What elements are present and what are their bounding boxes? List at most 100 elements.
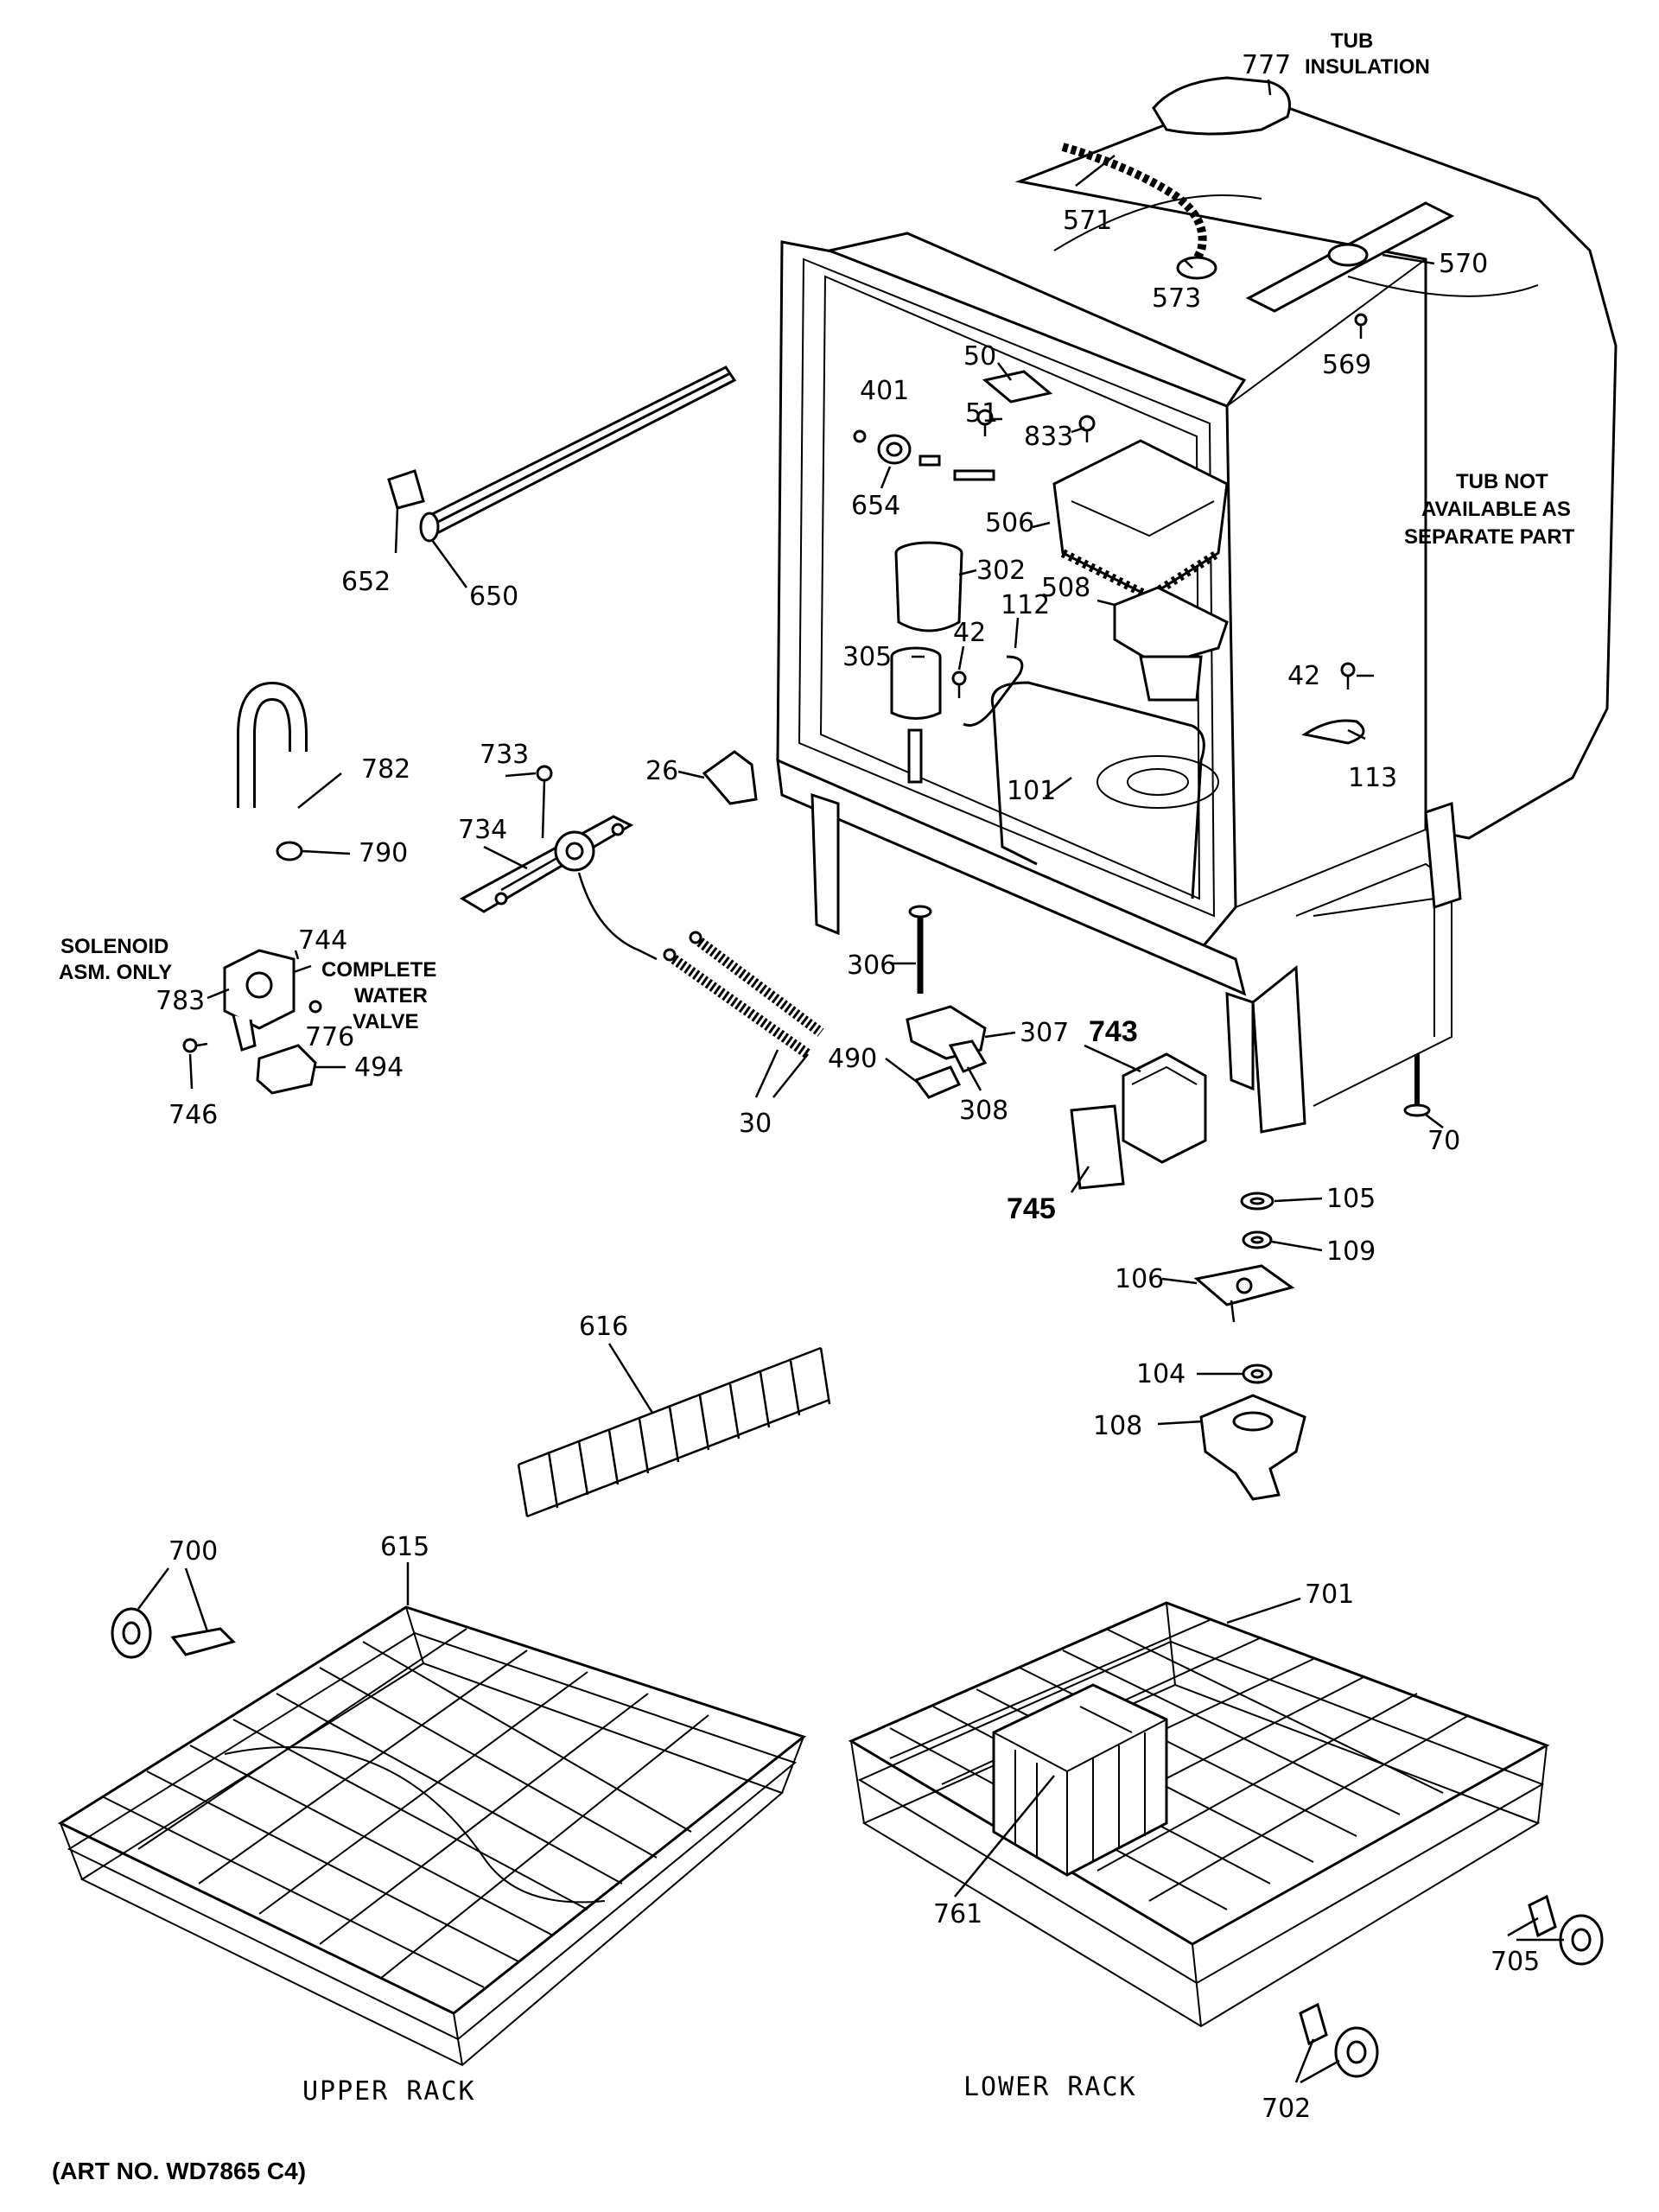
label-744: 744 [298,925,347,956]
screw-70 [1403,1054,1431,1117]
label-30: 30 [739,1109,772,1139]
roller-702 [1299,2002,1379,2078]
label-70: 70 [1427,1126,1460,1156]
cup-302 [894,541,963,632]
note-complete-valve-3: VALVE [353,1010,418,1033]
note-tub-insulation-1: TUB [1331,29,1373,53]
screw-42-left [951,671,967,698]
screw-833 [1078,415,1096,442]
roller-705 [1528,1894,1604,1966]
cable-733 [536,765,658,961]
label-42-right: 42 [1287,661,1320,691]
caption-upper-rack: UPPER RACK [302,2076,476,2107]
screw-401 [853,429,867,443]
label-743: 743 [1089,1015,1138,1048]
label-733: 733 [480,740,529,770]
screw-42-right [1340,662,1356,690]
label-573: 573 [1152,283,1201,314]
label-305: 305 [842,642,892,672]
note-solenoid-2: ASM. ONLY [59,961,172,984]
label-306: 306 [847,950,896,981]
label-508: 508 [1041,573,1090,603]
roller-700 [111,1607,236,1659]
note-complete-valve-2: WATER [354,984,428,1007]
leader-lines [137,79,1564,2084]
caption-art-number: (ART NO. WD7865 C4) [52,2158,306,2184]
fitting-573 [1176,256,1217,280]
label-113: 113 [1348,763,1397,793]
hose-571 [1061,143,1207,270]
label-109: 109 [1326,1236,1376,1267]
note-tub-not-available-2: AVAILABLE AS [1421,498,1571,521]
label-745: 745 [1007,1192,1056,1225]
screw-746 [182,1038,208,1053]
label-746: 746 [168,1100,218,1130]
label-650: 650 [469,582,518,612]
label-108: 108 [1093,1411,1142,1441]
bracket-plate-734 [459,815,634,913]
label-776: 776 [305,1022,354,1052]
label-569: 569 [1322,350,1371,380]
label-782: 782 [361,754,410,785]
tine-row-616 [517,1346,831,1518]
tub-assembly [776,76,1618,1134]
clamp-790 [276,841,303,861]
label-105: 105 [1326,1184,1376,1214]
label-654: 654 [851,491,900,521]
label-702: 702 [1262,2094,1311,2124]
label-490: 490 [828,1044,877,1074]
label-51: 51 [965,398,998,429]
label-783: 783 [156,986,205,1016]
label-761: 761 [933,1899,982,1929]
bracket-50 [982,370,1053,404]
label-615: 615 [380,1532,429,1562]
note-tub-not-available-1: TUB NOT [1456,470,1548,493]
note-tub-insulation-2: INSULATION [1305,55,1430,79]
grommet-654 [877,434,995,481]
lower-rack-701 [848,1601,1550,2028]
soil-collector-508 [1113,586,1229,702]
label-106: 106 [1115,1264,1164,1294]
label-308: 308 [959,1096,1008,1126]
label-307: 307 [1020,1018,1069,1048]
label-571: 571 [1063,206,1112,236]
upper-rack-615 [57,1605,807,2067]
solenoid-valve-744 [223,949,312,1052]
bracket-106 [1193,1264,1295,1323]
label-112: 112 [1001,590,1050,620]
label-790: 790 [359,838,408,868]
door-gasket-650 [419,365,737,543]
screw-569 [1354,313,1368,339]
label-570: 570 [1439,249,1488,279]
washer-105 [1240,1192,1274,1211]
caption-lower-rack: LOWER RACK [963,2072,1137,2102]
label-652: 652 [341,567,391,597]
label-506: 506 [985,508,1034,538]
label-104: 104 [1136,1359,1185,1389]
plate-745 [1070,1104,1125,1190]
label-302: 302 [976,556,1026,586]
label-50: 50 [963,341,996,372]
washer-109 [1242,1230,1273,1249]
label-700: 700 [168,1536,218,1567]
end-cap-652 [387,469,425,510]
label-701: 701 [1305,1580,1354,1610]
label-705: 705 [1491,1947,1540,1977]
lever-490 [913,1065,962,1099]
springs-30 [663,931,824,1058]
note-complete-valve-1: COMPLETE [321,958,436,982]
nut-104 [1242,1363,1273,1384]
screw-776 [308,1000,322,1014]
bolt-306 [908,905,932,994]
clip-113 [1301,719,1365,745]
note-solenoid-1: SOLENOID [60,935,168,958]
label-833: 833 [1024,422,1073,452]
label-42-left: 42 [953,618,986,648]
actuator-308 [948,1039,988,1073]
label-401: 401 [860,376,909,406]
bracket-494 [256,1044,317,1095]
screw-51 [976,409,994,436]
label-494: 494 [354,1052,404,1083]
note-tub-not-available-3: SEPARATE PART [1404,525,1575,549]
